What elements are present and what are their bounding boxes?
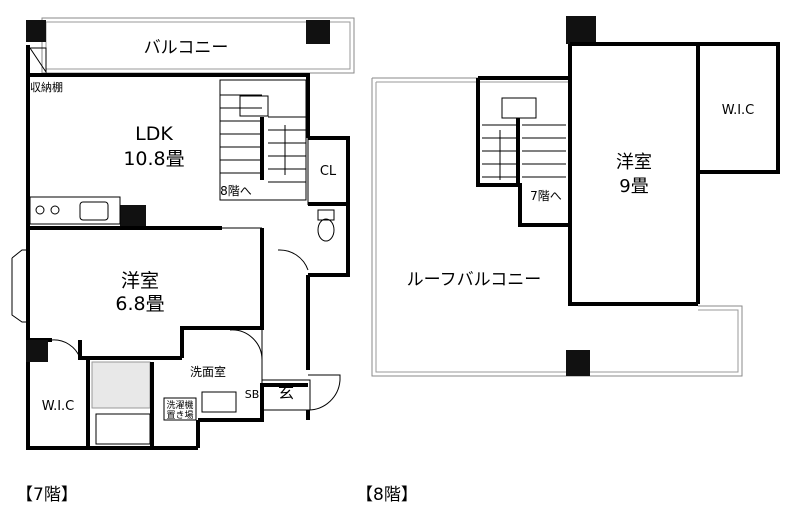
western-8f-size-label: 9畳 [619,176,648,197]
staircase-7f [219,79,307,201]
floor-8-plan [371,16,780,377]
room-8f-west-wall [568,44,698,306]
wash-basin [201,391,237,413]
column-8f-bottom [566,350,590,376]
kitchen-counter [29,196,121,225]
floor-7-plan [11,17,355,450]
kitchen-sink [79,201,109,221]
western-7f-name-label: 洋室 [121,270,159,292]
closet-label: CL [320,164,337,179]
stair-outline [219,79,307,201]
storage-label: 収納棚 [30,80,63,94]
stairs-7f-label: 8階へ [220,183,252,198]
wic-7f-label: W.I.C [42,399,75,414]
toilet-door-swing [277,249,309,271]
wic-8f-walls [698,42,780,174]
genkan-area [261,379,311,411]
column-8f-top [566,16,596,44]
column-7f-tr [306,20,330,44]
entrance-door [307,374,341,411]
column-7f-tl [26,20,46,42]
staircase-8f [476,76,570,227]
column-7f-mid [120,205,146,229]
western-south-wall [78,340,182,360]
western-7f-size-label: 6.8畳 [115,293,164,315]
bathroom-floor [91,361,151,409]
stove-burner-2 [50,205,60,215]
toilet-tank [317,209,335,221]
toilet-bowl [317,218,335,242]
floor-7-caption: 【7階】 [16,485,78,505]
bay-window [11,249,28,323]
washer-label-2: 置き場 [166,409,193,421]
western-east-wall [180,228,264,358]
column-7f-bl [26,340,48,362]
entrance-label: 玄 [278,383,294,402]
ldk-size-label: 10.8畳 [123,148,184,170]
closet-toilet-walls [308,136,350,277]
wic-door-swing [51,339,81,359]
washer-label-1: 洗濯機 [166,399,193,411]
stove-burner-1 [35,205,45,215]
shoebox-label: SB [245,388,260,401]
room-8f-north-wall [570,42,700,304]
western-8f-name-label: 洋室 [616,152,652,173]
balcony-7f-inner [45,21,351,70]
bath-walls [86,358,198,450]
balcony-label: バルコニー [144,38,229,58]
bathtub [95,413,151,445]
roof-balcony-label: ルーフバルコニー [407,270,542,290]
washroom-door-swing [229,329,263,361]
washer-space [163,397,197,421]
ldk-name-label: LDK [135,123,173,145]
storage-shelf [29,47,47,74]
wic-8f-label: W.I.C [722,103,755,118]
stairs-8f-label: 7階へ [530,188,562,203]
washroom-label: 洗面室 [190,364,226,379]
floor-8-caption: 【8階】 [356,485,418,505]
